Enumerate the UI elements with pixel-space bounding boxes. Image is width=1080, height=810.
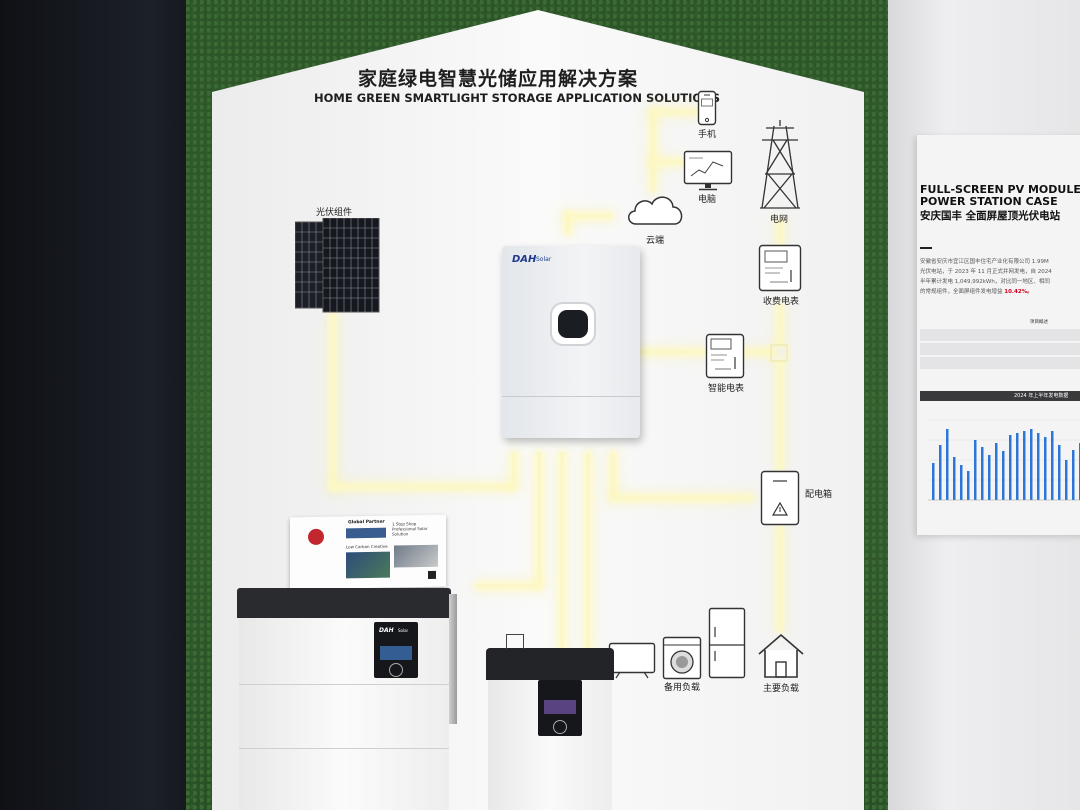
- card-title-line2: POWER STATION CASE: [920, 195, 1058, 208]
- phone-icon: [697, 90, 717, 126]
- brochure-tagline: Low Carbon Creative: [346, 543, 388, 550]
- computer-monitor-icon: [683, 150, 733, 191]
- distribution-box-label: 配电箱: [805, 490, 833, 500]
- single-battery-unit: [486, 634, 614, 810]
- brochure-logo: [308, 528, 324, 546]
- card-title-cn: 安庆国丰 全面屏屋顶光伏电站: [920, 210, 1061, 222]
- battery-brand-sub: Solar: [398, 628, 409, 633]
- exhibit-title-en: HOME GREEN SMARTLIGHT STORAGE APPLICATIO…: [314, 91, 721, 105]
- chart-title: 2024 年上半年发电数据: [1014, 393, 1069, 399]
- battery-brand-logo: DAH: [379, 627, 394, 634]
- smart-meter-icon: [705, 333, 745, 379]
- smart-meter-label: 智能电表: [708, 384, 745, 394]
- refrigerator-icon: [708, 607, 746, 679]
- tv-icon: [608, 642, 656, 679]
- card-title-line1: FULL-SCREEN PV MODULE: [920, 183, 1080, 196]
- solar-panel-icon: [295, 218, 380, 313]
- billing-meter-icon: [758, 244, 802, 292]
- generation-bar-chart: [928, 419, 1080, 501]
- dark-background-left: [0, 0, 190, 810]
- stacked-battery-system: DAH Solar: [237, 588, 457, 810]
- brochure-heading: Global Partner: [348, 519, 385, 526]
- pv-module-label: 光伏组件: [316, 208, 353, 218]
- billing-meter-label: 收费电表: [763, 297, 800, 307]
- inverter-brand-logo: DAH: [512, 254, 537, 265]
- gain-highlight: 10.42%。: [1004, 289, 1033, 295]
- table-header: 项目概述: [1030, 320, 1048, 325]
- brochure-stand: Global Partner 1 Stop Shop Professional …: [290, 514, 446, 590]
- main-load-label: 主要负载: [763, 684, 800, 694]
- house-icon: [758, 633, 804, 678]
- brochure-subheading: 1 Stop Shop Professional Solar Solution: [392, 521, 428, 537]
- washing-machine-icon: [662, 636, 702, 680]
- inverter-brand-sub: Solar: [536, 256, 552, 263]
- power-tower-icon: [760, 120, 800, 209]
- backup-load-label: 备用负载: [664, 683, 701, 693]
- junction-node: [770, 344, 788, 362]
- computer-label: 电脑: [698, 195, 717, 205]
- exhibit-title-cn: 家庭绿电智慧光储应用解决方案: [358, 68, 639, 90]
- cloud-label: 云端: [646, 236, 665, 246]
- distribution-box-icon: [760, 470, 800, 526]
- hybrid-inverter: DAH Solar: [502, 246, 640, 438]
- cloud-icon: [628, 196, 683, 225]
- phone-label: 手机: [698, 130, 717, 140]
- case-study-card: FULL-SCREEN PV MODULE POWER STATION CASE…: [917, 135, 1080, 535]
- grid-label: 电网: [770, 215, 789, 225]
- card-body: 安徽省安庆市宜江区国丰住宅产业化有限公司 1.99M 光伏电站，于 2023 年…: [920, 259, 1052, 295]
- project-summary-table: 项目概述: [920, 317, 1080, 369]
